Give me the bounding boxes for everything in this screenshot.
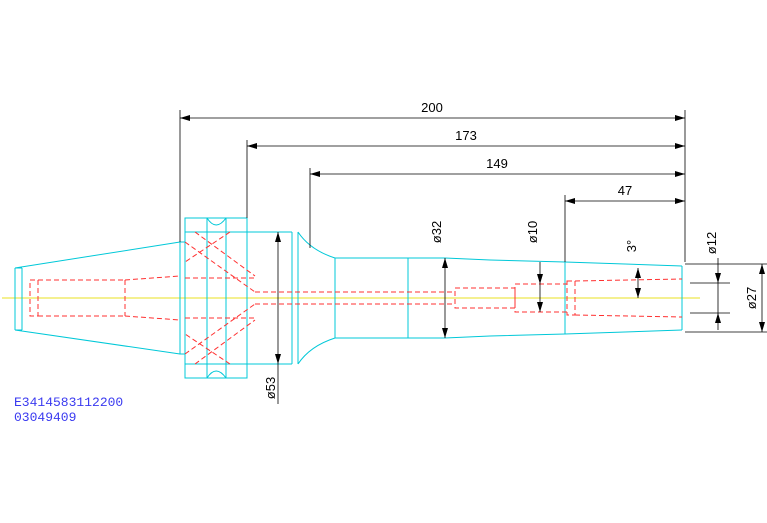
dim-149-label: 149 [486, 156, 508, 171]
dim-angle-3-label: 3° [624, 240, 639, 252]
dim-dia-27-label: ø27 [744, 287, 759, 309]
dim-200: 200 [179, 100, 686, 262]
dim-angle-3: 3° [624, 240, 641, 298]
dim-dia-12-label: ø12 [704, 232, 719, 254]
dim-dia-53: ø53 [263, 232, 281, 404]
dim-dia-27: ø27 [685, 263, 767, 333]
collar-outline [247, 231, 336, 365]
dim-47-label: 47 [618, 183, 632, 198]
dim-47: 47 [564, 183, 685, 262]
part-number: E3414583112200 [14, 395, 123, 410]
dim-dia-32: ø32 [429, 221, 448, 338]
dim-dia-12: ø12 [690, 232, 730, 330]
taper-outline [14, 241, 181, 355]
dim-dia-10-label: ø10 [525, 221, 540, 243]
dim-149: 149 [309, 156, 685, 248]
dim-173-label: 173 [455, 128, 477, 143]
dim-dia-32-label: ø32 [429, 221, 444, 243]
serial-number: 03049409 [14, 410, 76, 425]
dim-dia-10: ø10 [525, 221, 543, 312]
hidden-lines [29, 231, 683, 365]
shank-outline [334, 257, 683, 339]
dim-dia-53-label: ø53 [263, 377, 278, 399]
dim-200-label: 200 [421, 100, 443, 115]
dim-173: 173 [246, 128, 685, 218]
